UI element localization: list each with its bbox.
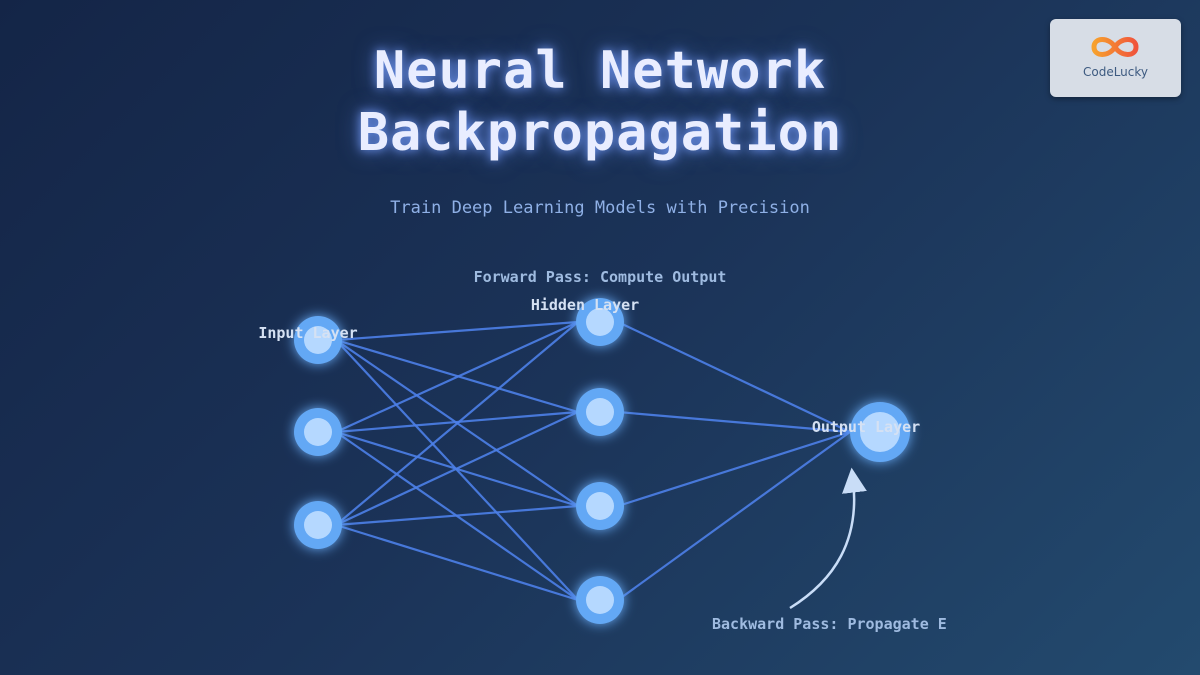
subtitle: Train Deep Learning Models with Precisio… <box>390 198 810 218</box>
output-layer-label: Output Layer <box>812 418 920 436</box>
edge-0-1-0 <box>335 320 579 434</box>
edge-0-2-2 <box>335 504 579 527</box>
edge-1-0-0 <box>617 321 851 433</box>
edge-0-0-0 <box>335 320 579 342</box>
connections <box>335 320 851 602</box>
neuron-1-0 <box>576 298 624 346</box>
forward-pass-label: Forward Pass: Compute Output <box>474 268 727 286</box>
neuron-0-0 <box>294 316 342 364</box>
edge-0-2-0 <box>335 321 579 526</box>
neuron-0-2 <box>294 501 342 549</box>
edge-1-2-0 <box>617 430 851 508</box>
infinity-icon <box>1091 37 1139 57</box>
backward-pass-label: Backward Pass: Propagate E <box>712 615 947 633</box>
title-line-1: Neural Network <box>373 41 827 101</box>
title-line-2: Backpropagation <box>357 103 843 163</box>
edge-1-1-0 <box>617 410 851 434</box>
hidden-layer-label: Hidden Layer <box>531 296 639 314</box>
input-layer-label: Input Layer <box>258 324 357 342</box>
edge-0-1-1 <box>335 410 579 434</box>
neuron-1-2 <box>576 482 624 530</box>
neuron-0-1 <box>294 408 342 456</box>
edge-0-2-1 <box>335 411 579 526</box>
neurons <box>294 298 910 624</box>
backward-pass-arrow <box>789 467 867 610</box>
brand-logo[interactable]: CodeLucky <box>1050 19 1181 97</box>
neuron-1-1 <box>576 388 624 436</box>
logo-text: CodeLucky <box>1082 65 1149 79</box>
neuron-1-3 <box>576 576 624 624</box>
edge-1-3-0 <box>617 431 851 601</box>
page-title: Neural Network Backpropagation <box>0 40 1200 164</box>
neuron-2-0 <box>850 402 910 462</box>
edge-0-2-3 <box>335 523 579 602</box>
